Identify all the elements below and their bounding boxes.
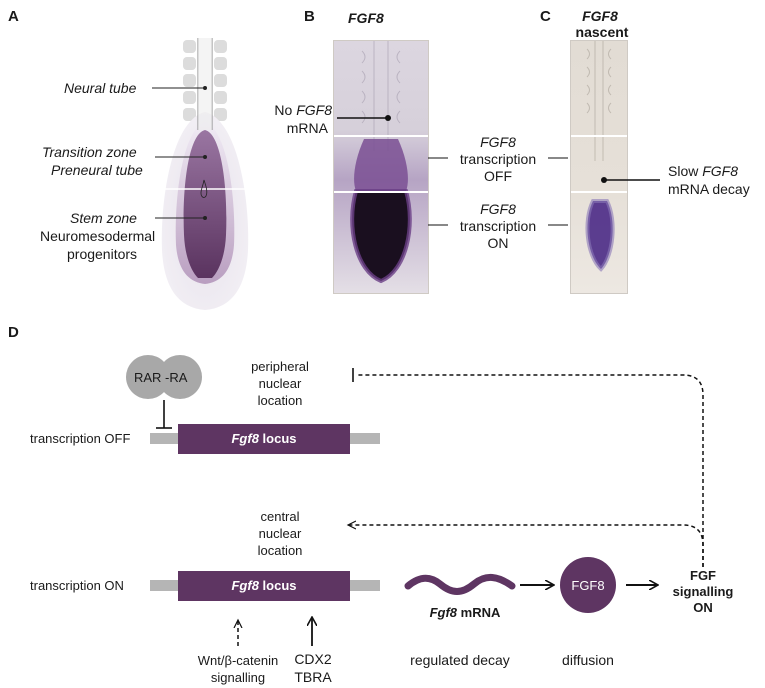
- label-on-line3: ON: [487, 235, 509, 251]
- feedback-to-central: [348, 525, 704, 567]
- label-on-gene: FGF8: [480, 201, 516, 217]
- panel-letter-c: C: [540, 8, 551, 25]
- label-preneural-tube: Preneural tube: [51, 162, 143, 178]
- label-transcription-on: transcription ON: [30, 578, 124, 593]
- label-fgf-line1: FGF: [690, 568, 716, 583]
- label-central-line3: location: [257, 543, 303, 558]
- locus-bottom-box: [178, 571, 350, 601]
- label-regulated-decay: regulated decay: [410, 652, 510, 668]
- label-off-line2: transcription: [459, 151, 537, 167]
- somites: [183, 40, 227, 121]
- mrna-squiggle: [404, 574, 516, 595]
- feedback-to-peripheral: [358, 374, 704, 567]
- label-fgf-line3: ON: [693, 600, 713, 615]
- label-locus-bottom: Fgf8 locus: [231, 578, 297, 593]
- label-central-line1: central: [260, 509, 300, 524]
- label-off-line3: OFF: [484, 168, 512, 184]
- panel-letter-d: D: [8, 324, 19, 341]
- label-peripheral-line2: nuclear: [258, 376, 302, 391]
- label-on-line2: transcription: [459, 218, 537, 234]
- label-off-gene: FGF8: [480, 134, 516, 150]
- panel-letter-a: A: [8, 8, 19, 25]
- label-fgf8-mrna: Fgf8 mRNA: [429, 605, 501, 620]
- panel-c-title-line2: nascent: [575, 24, 629, 40]
- label-no-fgf8-mrna-line2: mRNA: [286, 120, 328, 136]
- panel-b-title: FGF8: [348, 10, 384, 26]
- label-diffusion: diffusion: [562, 652, 614, 668]
- label-neural-tube: Neural tube: [64, 80, 137, 96]
- label-peripheral-line1: peripheral: [251, 359, 309, 374]
- label-transcription-off: transcription OFF: [30, 431, 131, 446]
- preneural-and-stem-zone: [183, 130, 227, 278]
- label-no-fgf8-mrna: No FGF8: [274, 102, 332, 118]
- label-nmp-line1: Neuromesodermal: [40, 228, 156, 244]
- node-mark: [200, 179, 208, 198]
- panel-c-photo: [570, 40, 628, 294]
- label-transition-zone: Transition zone: [42, 144, 137, 160]
- label-central-line2: nuclear: [258, 526, 302, 541]
- locus-top-box: [178, 424, 350, 454]
- label-fgf8-protein: FGF8: [571, 578, 605, 593]
- label-slow-decay: Slow FGF8: [668, 163, 739, 179]
- rar-circle: [126, 355, 170, 399]
- label-rar-ra: RAR -RA: [134, 370, 188, 385]
- label-tbra: TBRA: [294, 669, 332, 685]
- label-cdx2: CDX2: [294, 651, 332, 667]
- label-peripheral-line3: location: [257, 393, 303, 408]
- fgf8-protein-circle: [560, 557, 616, 613]
- label-stem-zone: Stem zone: [70, 210, 137, 226]
- label-slow-decay-line2: mRNA decay: [668, 181, 750, 197]
- label-locus-top: Fgf8 locus: [231, 431, 297, 446]
- panel-b-photo: [333, 40, 429, 294]
- panel-letter-b: B: [304, 8, 315, 25]
- label-wnt-line2: signalling: [210, 670, 266, 685]
- label-fgf-line2: signalling: [672, 584, 734, 599]
- ra-circle: [158, 355, 202, 399]
- label-nmp-line2: progenitors: [67, 246, 138, 262]
- label-wnt-line1: Wnt/β-catenin: [197, 653, 279, 668]
- panel-c-title-line1: FGF8: [582, 8, 618, 24]
